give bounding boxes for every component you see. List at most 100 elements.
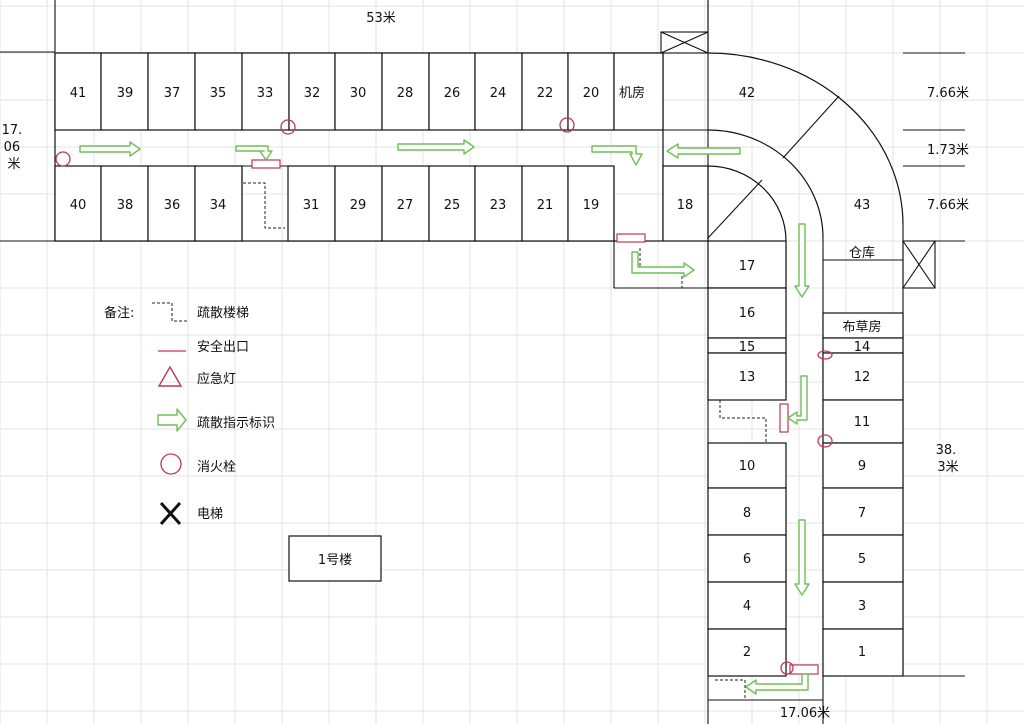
elevator-east[interactable] <box>902 240 936 289</box>
room-23[interactable] <box>474 165 523 242</box>
room-33[interactable] <box>241 52 290 131</box>
evac-arrow-9 <box>794 519 810 596</box>
legend-elevator-label: 电梯 <box>197 507 223 522</box>
exit-marker-2[interactable] <box>616 233 646 243</box>
room-12[interactable] <box>822 352 904 401</box>
upper-row: 41 39 37 35 33 32 30 28 26 24 22 20 机房 <box>54 52 664 131</box>
room-9[interactable] <box>822 442 904 489</box>
room-19-label: 19 <box>583 198 600 213</box>
exit-marker-3[interactable] <box>779 403 789 433</box>
room-29-label: 29 <box>350 198 367 213</box>
evac-arrow-2 <box>235 145 273 161</box>
room-linen[interactable] <box>822 312 904 339</box>
legend-light-label: 应急灯 <box>197 371 236 387</box>
room-5-label: 5 <box>858 552 866 567</box>
room-22[interactable] <box>521 52 569 131</box>
room-6-label: 6 <box>743 552 751 567</box>
room-18[interactable] <box>662 165 709 242</box>
evac-arrow-8 <box>787 375 808 425</box>
right-dimensions: 7.66米 1.73米 7.66米 38. 3米 <box>903 52 969 677</box>
corner-outer-arc <box>707 52 904 226</box>
building-label: 1号楼 <box>318 553 352 568</box>
room-38-label: 38 <box>117 198 134 213</box>
legend-hydrant-label: 消火栓 <box>197 460 236 475</box>
right-dim-bottom: 7.66米 <box>927 198 969 213</box>
hydrant-6[interactable] <box>780 661 794 675</box>
room-43-label: 43 <box>854 198 871 213</box>
room-3-label: 3 <box>858 599 866 614</box>
room-40[interactable] <box>54 165 102 242</box>
room-18-label: 18 <box>677 198 694 213</box>
room-28[interactable] <box>381 52 430 131</box>
room-21-label: 21 <box>537 198 554 213</box>
room-34-label: 34 <box>210 198 227 213</box>
room-34[interactable] <box>194 165 243 242</box>
room-39-label: 39 <box>117 86 134 101</box>
room-machine[interactable] <box>613 52 664 131</box>
legend: 备注: 疏散楼梯 安全出口 应急灯 疏散指示标识 消火栓 电梯 <box>104 302 275 526</box>
hydrant-markers <box>55 117 833 675</box>
room-8[interactable] <box>707 487 787 536</box>
room-21[interactable] <box>521 165 569 242</box>
room-24[interactable] <box>474 52 523 131</box>
hydrant-5[interactable] <box>817 434 833 448</box>
room-8-label: 8 <box>743 506 751 521</box>
evac-arrow-4 <box>591 145 643 166</box>
room-11[interactable] <box>822 399 904 444</box>
right-dim-vertical: 38. 3米 <box>936 443 961 475</box>
west-rooms: 17 16 15 13 10 8 6 4 2 <box>707 240 787 700</box>
evac-arrow-7 <box>794 223 810 298</box>
room-16[interactable] <box>707 287 787 339</box>
room-20[interactable] <box>567 52 615 131</box>
room-30[interactable] <box>334 52 383 131</box>
room-15-label: 15 <box>739 340 756 355</box>
room-40-label: 40 <box>70 198 87 213</box>
exit-marker-4[interactable] <box>789 664 819 675</box>
legend-light-icon <box>157 365 183 387</box>
room-41-label: 41 <box>70 86 87 101</box>
room-17-label: 17 <box>739 259 756 274</box>
room-2[interactable] <box>707 628 787 677</box>
room-26-label: 26 <box>444 86 461 101</box>
elevator-north[interactable] <box>660 31 709 54</box>
legend-exit-label: 安全出口 <box>197 339 249 355</box>
room-27[interactable] <box>381 165 430 242</box>
room-13[interactable] <box>707 352 787 401</box>
hydrant-1[interactable] <box>55 151 71 167</box>
hydrant-4[interactable] <box>817 350 833 360</box>
room-24-label: 24 <box>490 86 507 101</box>
room-35[interactable] <box>194 52 243 131</box>
room-17[interactable] <box>707 240 787 289</box>
room-20-label: 20 <box>583 86 600 101</box>
room-12-label: 12 <box>854 370 871 385</box>
hydrant-3[interactable] <box>559 117 575 133</box>
room-3[interactable] <box>822 581 904 630</box>
lower-row: 40 38 36 34 31 29 27 25 23 21 19 18 <box>54 165 709 242</box>
room-2-label: 2 <box>743 645 751 660</box>
room-25[interactable] <box>428 165 476 242</box>
legend-sign-label: 疏散指示标识 <box>197 416 275 431</box>
top-dimension: 53米 <box>54 0 709 52</box>
room-1[interactable] <box>822 628 904 677</box>
stair-block-west <box>241 165 288 241</box>
right-dim-mid: 1.73米 <box>927 143 969 158</box>
room-35-label: 35 <box>210 86 227 101</box>
evac-arrow-6 <box>631 251 695 278</box>
room-warehouse-label: 仓库 <box>849 245 875 261</box>
room-36[interactable] <box>147 165 196 242</box>
room-33-label: 33 <box>257 86 274 101</box>
exit-marker-1[interactable] <box>251 159 281 169</box>
evac-arrow-3 <box>397 139 475 155</box>
room-11-label: 11 <box>854 415 871 430</box>
room-39[interactable] <box>100 52 149 131</box>
room-6[interactable] <box>707 534 787 583</box>
stair-east-dashes <box>719 400 767 443</box>
hydrant-2[interactable] <box>280 119 296 135</box>
room-32[interactable] <box>288 52 336 131</box>
room-10[interactable] <box>707 442 787 489</box>
room-22-label: 22 <box>537 86 554 101</box>
evacuation-arrows <box>79 139 810 695</box>
room-41[interactable] <box>54 52 102 131</box>
room-4-label: 4 <box>743 599 751 614</box>
room-machine-label: 机房 <box>619 85 645 101</box>
